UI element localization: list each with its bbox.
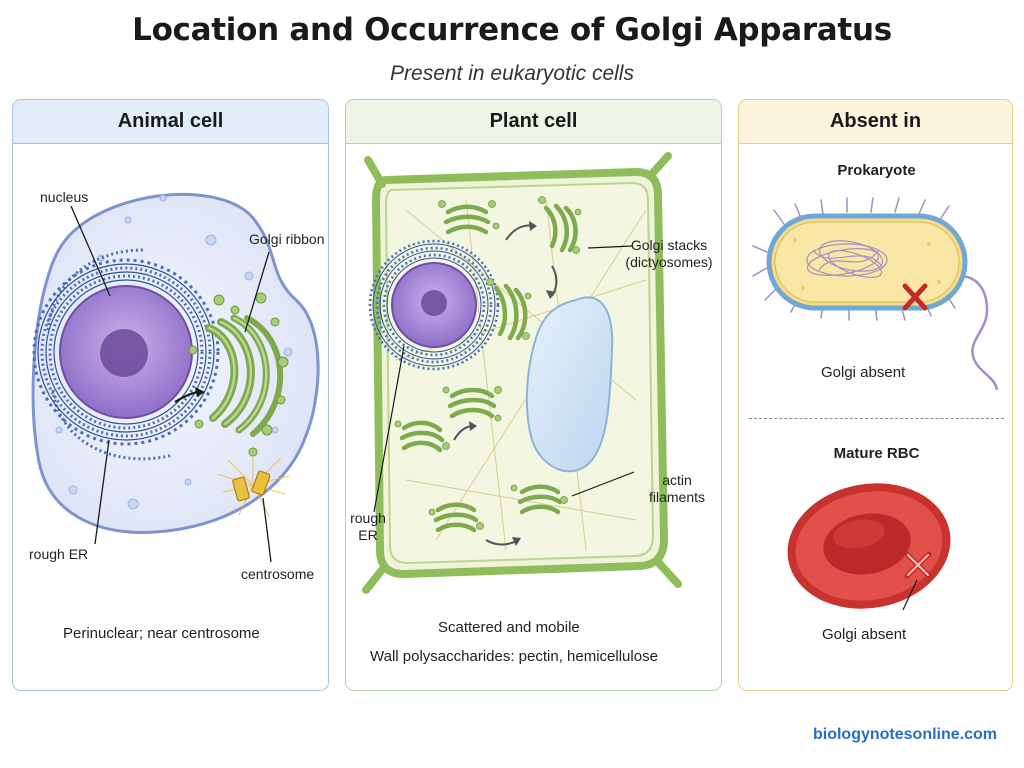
section-divider — [749, 418, 1004, 419]
rbc-cell — [787, 483, 951, 609]
prokaryote-title: Prokaryote — [837, 162, 916, 179]
actin-label-line1: actin — [662, 472, 692, 488]
plant-cell-panel: Plant cell — [345, 99, 722, 691]
rbc-title: Mature RBC — [833, 445, 920, 462]
plant-cell-heading: Plant cell — [346, 100, 721, 144]
golgi-stacks-label-line1: Golgi stacks — [630, 237, 708, 253]
vacuole — [525, 296, 614, 473]
dictyosomes — [399, 203, 578, 533]
animal-cell-panel: Animal cell — [12, 99, 329, 691]
page-subtitle: Present in eukaryotic cells — [390, 62, 634, 85]
footer-website[interactable]: biologynotesonline.com — [812, 726, 997, 743]
plant-rough-er-line2: ER — [358, 527, 378, 543]
plant-cell-illustration — [362, 152, 682, 594]
centrosome — [216, 454, 290, 517]
actin-filaments-label: actin filaments — [640, 472, 714, 506]
prokaryote-cross — [902, 283, 928, 311]
plant-rough-er-line1: rough — [350, 510, 386, 526]
absent-in-panel: Absent in Prokaryote — [738, 99, 1013, 691]
golgi-stacks-label-line2: (dictyosomes) — [625, 254, 713, 270]
animal-cell-illustration — [31, 192, 320, 563]
plant-rough-er-label: rough ER — [346, 510, 390, 544]
golgi-stacks-label: Golgi stacks (dictyosomes) — [614, 237, 721, 271]
centrosome-label: centrosome — [241, 566, 315, 582]
plant-caption-2: Wall polysaccharides: pectin, hemicellul… — [370, 648, 658, 665]
page-title: Location and Occurrence of Golgi Apparat… — [132, 12, 892, 48]
actin-label-line2: filaments — [648, 489, 706, 505]
animal-cell-heading: Animal cell — [13, 100, 328, 144]
prokaryote-status: Golgi absent — [821, 364, 906, 381]
rbc-status: Golgi absent — [822, 626, 907, 643]
animal-caption: Perinuclear; near centrosome — [63, 625, 260, 642]
absent-in-heading: Absent in — [739, 100, 1012, 144]
nucleus-label: nucleus — [40, 189, 89, 205]
absent-illustrations — [752, 197, 999, 611]
golgi-ribbon-label: Golgi ribbon — [249, 231, 325, 247]
rough-er-label: rough ER — [29, 546, 89, 562]
plant-caption-1: Scattered and mobile — [438, 619, 580, 636]
